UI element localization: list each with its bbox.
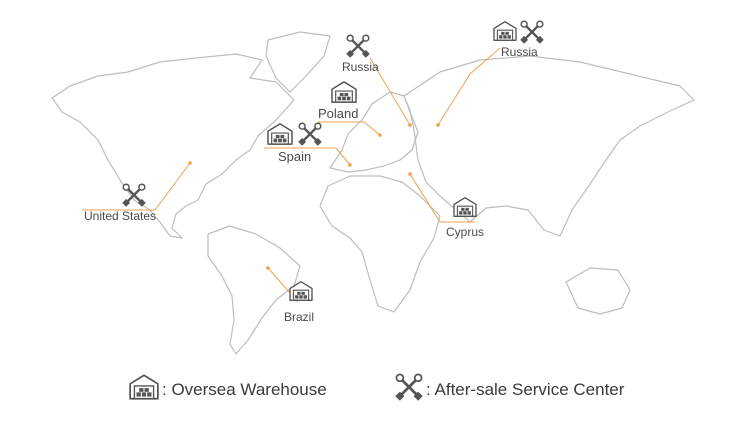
location-dot xyxy=(188,161,192,165)
legend-service-label: : After-sale Service Center xyxy=(426,380,625,399)
north-america-outline xyxy=(51,53,295,239)
south-america-outline xyxy=(207,225,301,355)
warehouse-icon xyxy=(289,280,313,302)
wrench-screwdriver-icon xyxy=(395,373,423,401)
location-dot xyxy=(408,172,412,176)
continent-outlines xyxy=(51,31,695,355)
location-label-russia-west: Russia xyxy=(342,60,379,74)
warehouse-icon xyxy=(267,123,293,145)
leader-line xyxy=(437,73,471,126)
wrench-screwdriver-icon xyxy=(298,122,322,146)
location-label-poland: Poland xyxy=(318,106,359,121)
warehouse-icon xyxy=(453,196,477,218)
legend-warehouse-label: : Oversea Warehouse xyxy=(162,380,327,399)
warehouse-icon xyxy=(331,81,357,103)
location-label-brazil: Brazil xyxy=(284,310,315,324)
europe-outline xyxy=(329,91,419,173)
wrench-screwdriver-icon xyxy=(346,34,370,58)
wrench-screwdriver-icon xyxy=(122,183,146,207)
location-dot xyxy=(436,123,440,127)
leader-line xyxy=(469,47,501,75)
location-label-cyprus: Cyprus xyxy=(446,225,485,239)
location-label-united-states: United States xyxy=(84,209,157,223)
wrench-screwdriver-icon xyxy=(520,20,544,44)
leader-line xyxy=(154,162,191,211)
leader-line xyxy=(363,121,381,136)
leader-line xyxy=(409,173,441,223)
greenland-outline xyxy=(265,31,331,93)
australia-outline xyxy=(565,267,631,315)
africa-outline xyxy=(319,175,441,313)
leader-lines xyxy=(82,47,501,303)
leader-line xyxy=(369,57,411,126)
warehouse-icon xyxy=(129,374,159,400)
location-label-spain: Spain xyxy=(278,149,312,164)
warehouse-icon xyxy=(493,20,517,42)
leader-line xyxy=(335,147,351,166)
location-label-russia-east: Russia xyxy=(501,45,538,59)
map-icons xyxy=(122,20,544,302)
location-dot xyxy=(408,123,412,127)
location-dots xyxy=(188,123,440,270)
location-dot xyxy=(348,163,352,167)
location-dot xyxy=(378,133,382,137)
asia-outline xyxy=(403,55,695,237)
location-dot xyxy=(266,266,270,270)
